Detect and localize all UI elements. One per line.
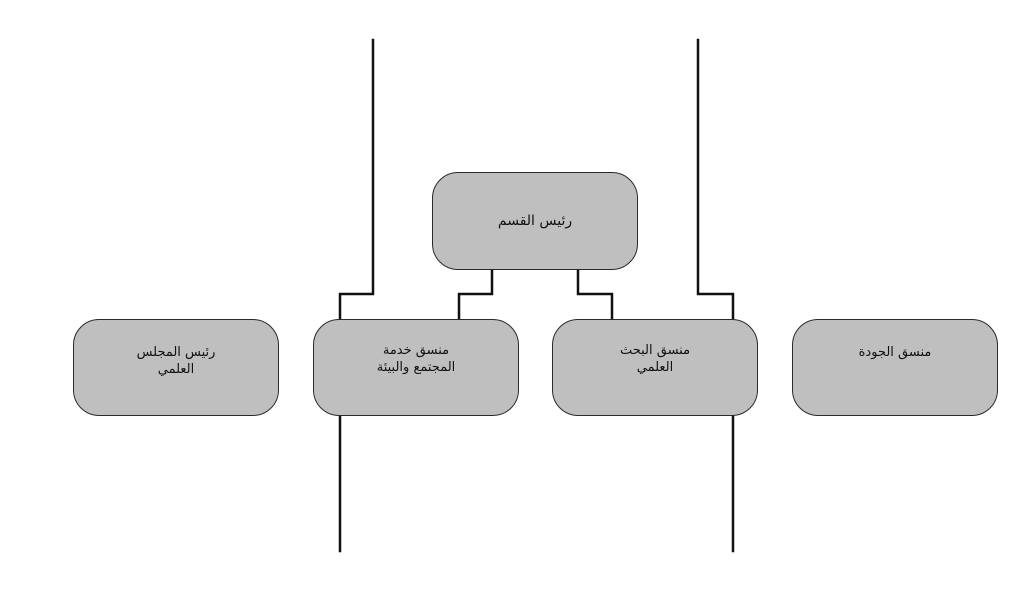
edge-head-to-research [576, 268, 614, 321]
node-label-line: المجتمع والبيئة [376, 360, 456, 375]
right-rail-line [696, 38, 735, 321]
node-label-line: رئيس القسم [497, 212, 573, 229]
node-label-line: رئيس المجلس [136, 345, 216, 360]
node-quality-coordinator: منسق الجودة [792, 319, 998, 416]
node-community-service-coordinator: منسق خدمة المجتمع والبيئة [313, 319, 519, 416]
node-scientific-council-head: رئيس المجلس العلمي [73, 319, 279, 416]
edge-head-to-community [457, 268, 494, 321]
node-research-coordinator: منسق البحث العلمي [552, 319, 758, 416]
node-label-line: العلمي [636, 360, 674, 375]
node-label-line: منسق البحث [619, 343, 691, 358]
left-rail-line [338, 38, 375, 321]
node-label-line: منسق الجودة [858, 345, 932, 360]
node-label-line: منسق خدمة [382, 343, 450, 358]
node-department-head: رئيس القسم [432, 172, 638, 270]
node-label-line: العلمي [157, 362, 195, 377]
